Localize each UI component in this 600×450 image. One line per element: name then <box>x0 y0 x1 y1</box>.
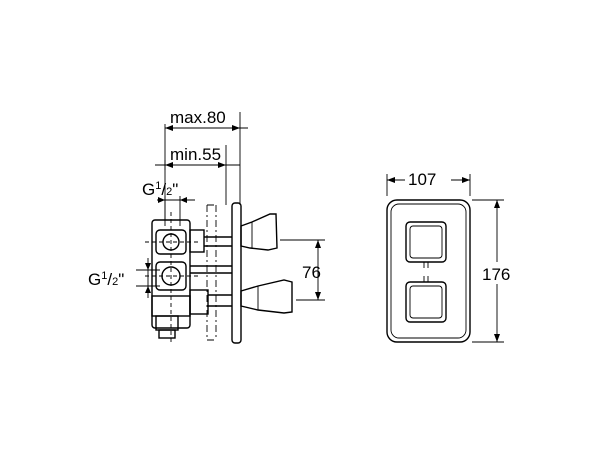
thread-top-sep: / <box>161 180 166 199</box>
thread-side-den: 2 <box>112 276 118 288</box>
svg-text:G1/2": G1/2" <box>88 270 124 289</box>
thread-top-quote: " <box>172 180 178 199</box>
thread-label-side: G1/2" <box>88 258 160 298</box>
thread-top-main: G <box>142 180 155 199</box>
thread-top-num: 1 <box>155 180 161 192</box>
dim-label-107: 107 <box>408 170 436 189</box>
side-view: max.80 min.55 G1/2" G1/2" <box>88 108 325 344</box>
knob-upper <box>405 221 447 268</box>
dimension-176: 176 <box>472 199 520 343</box>
dimension-76: 76 <box>280 239 325 301</box>
thread-top-den: 2 <box>166 186 172 198</box>
valve-body <box>145 212 232 342</box>
dim-label-min: min.55 <box>170 145 221 164</box>
dimension-max-80: max.80 <box>164 108 248 220</box>
svg-text:G1/2": G1/2" <box>142 180 178 199</box>
front-view: 107 176 <box>386 166 520 343</box>
cover-plate-side <box>231 202 242 344</box>
thread-label-top: G1/2" <box>142 180 195 226</box>
thread-side-sep: / <box>107 270 112 289</box>
cover-plate-front <box>386 199 471 343</box>
handle-lower <box>240 279 293 314</box>
dim-label-176: 176 <box>482 265 510 284</box>
thread-side-quote: " <box>118 270 124 289</box>
dim-label-76: 76 <box>302 263 321 282</box>
dimension-107: 107 <box>386 166 471 196</box>
knob-lower <box>405 276 447 323</box>
thread-side-num: 1 <box>101 270 107 282</box>
dimension-min-55: min.55 <box>155 145 240 205</box>
handle-upper <box>240 213 278 251</box>
thread-side-main: G <box>88 270 101 289</box>
dim-label-max: max.80 <box>170 108 226 127</box>
